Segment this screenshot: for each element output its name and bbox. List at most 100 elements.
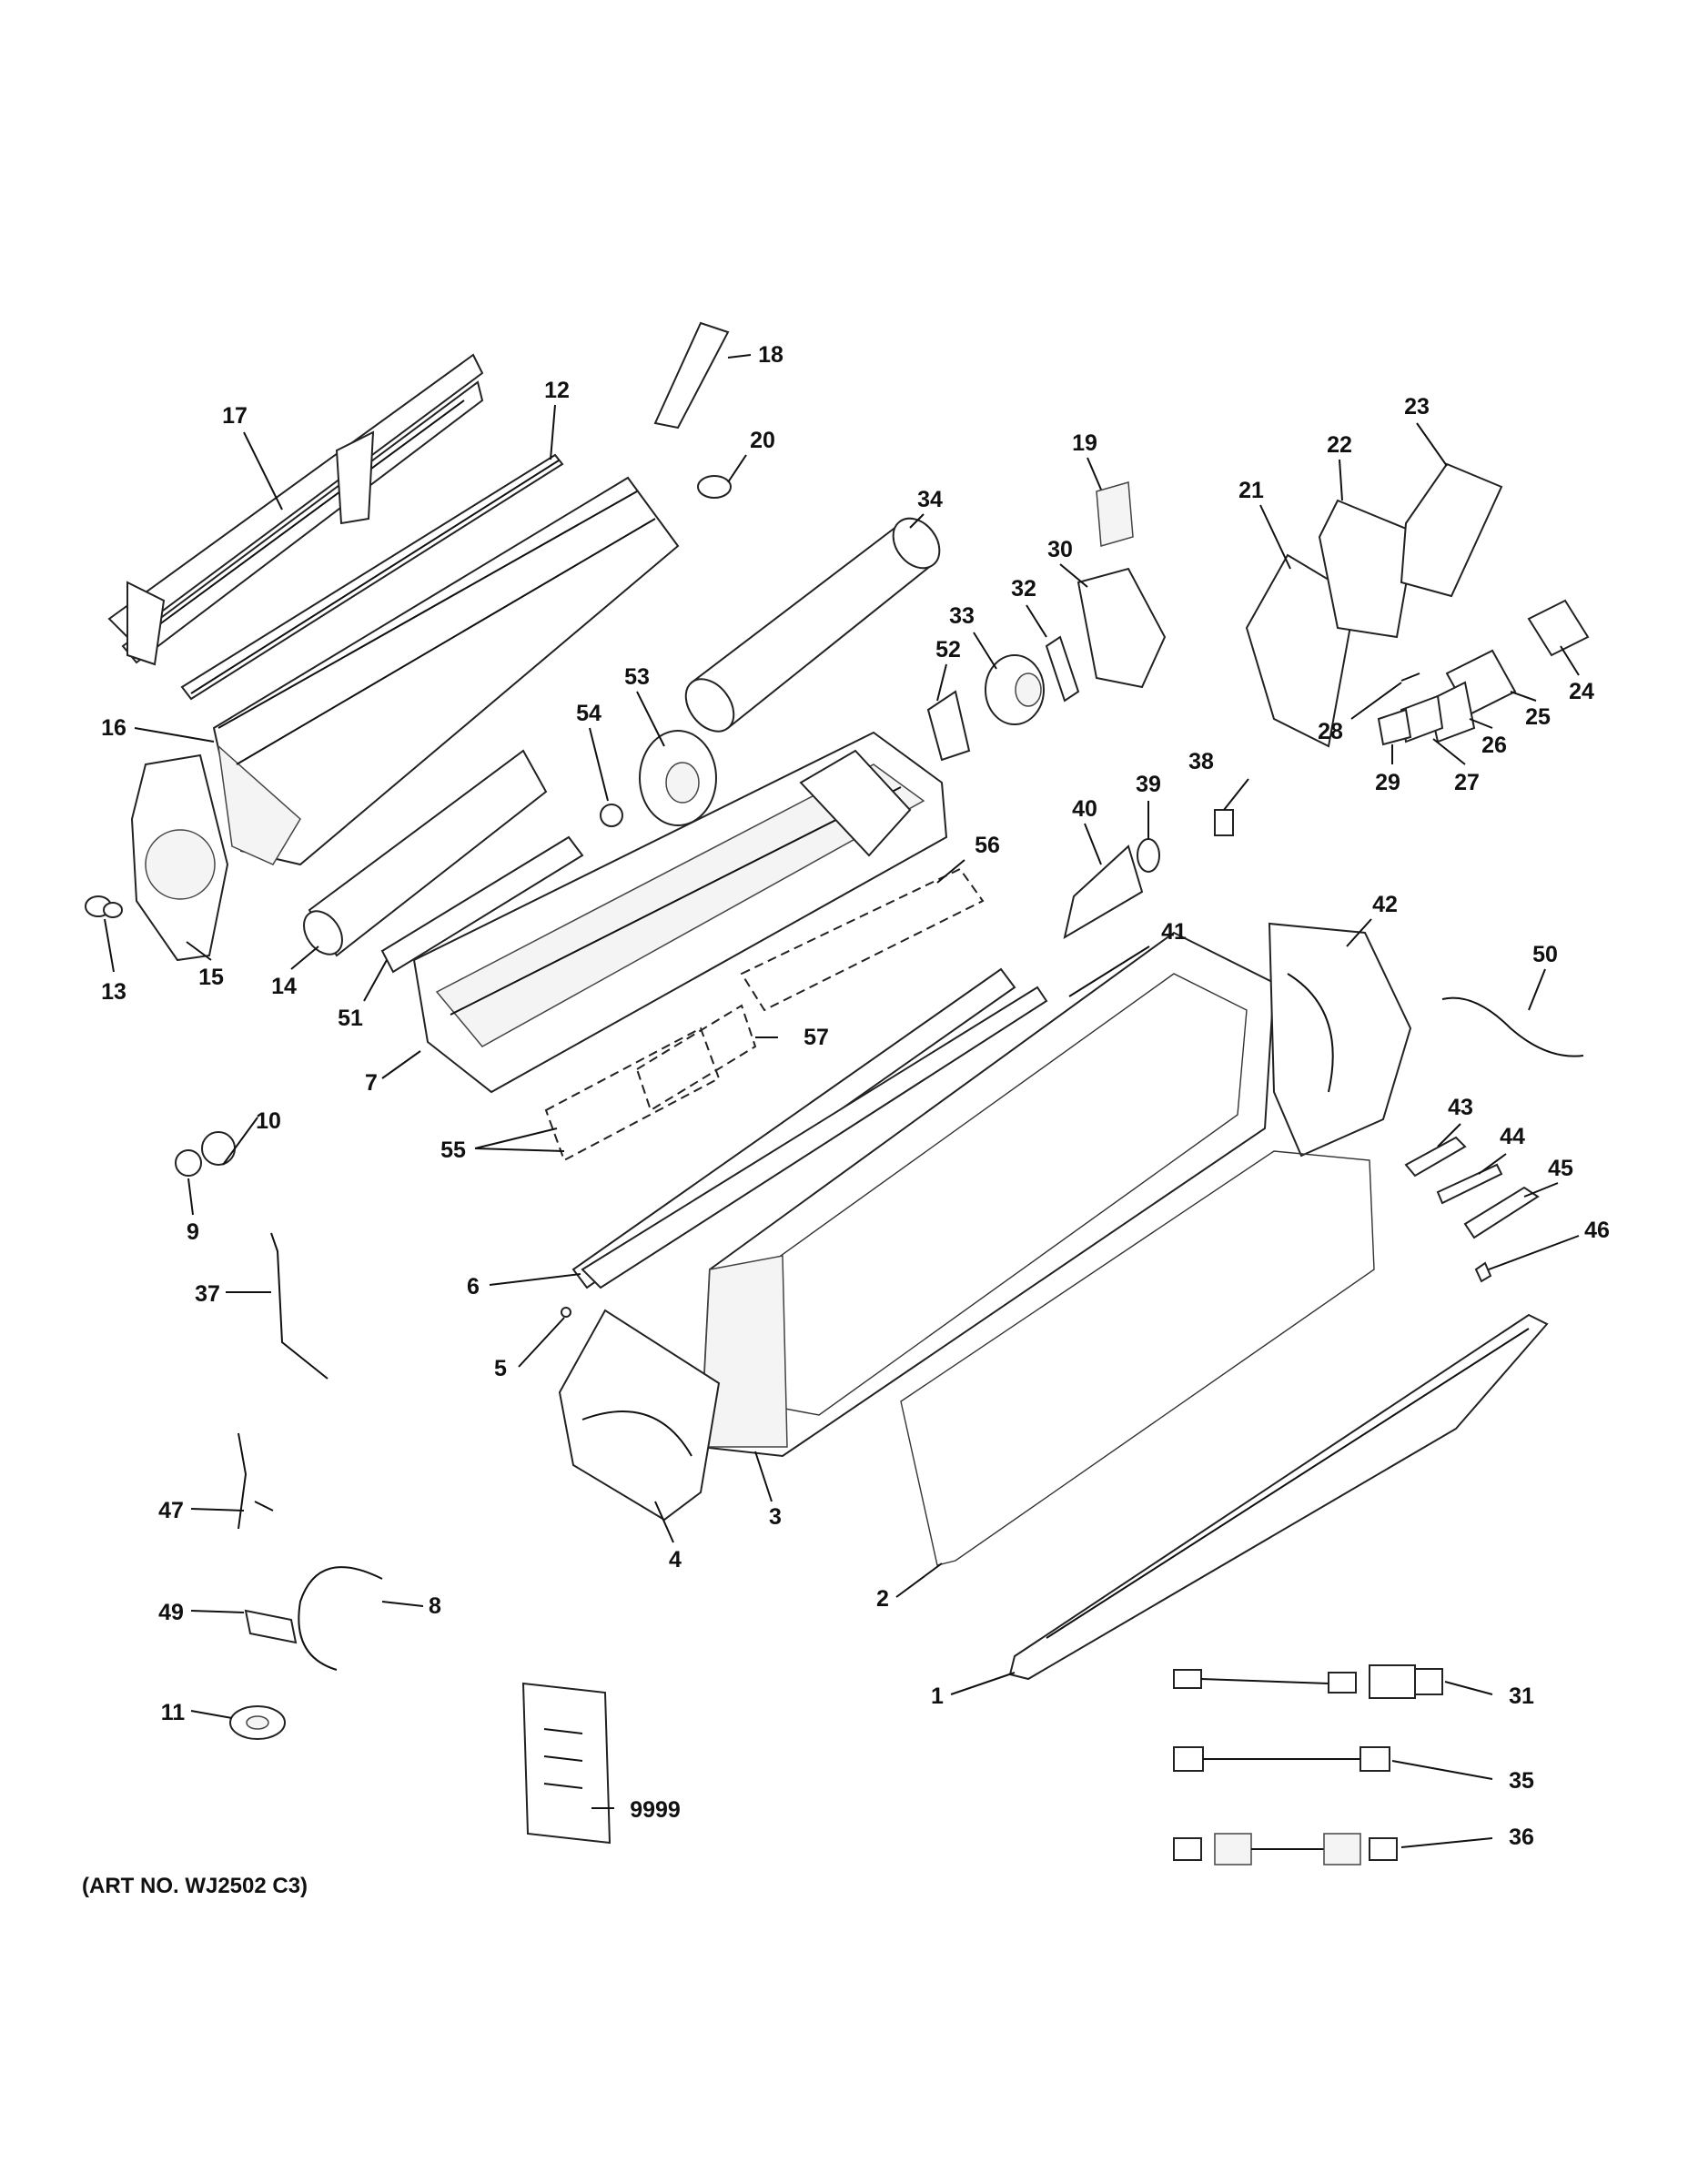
part-31-connector-cable: [1173, 1664, 1443, 1699]
callout-15: 15: [198, 965, 224, 990]
callout-9999: 9999: [630, 1797, 681, 1823]
part-1-front-panel: [1008, 1313, 1549, 1681]
callout-26: 26: [1481, 733, 1507, 758]
callout-36: 36: [1509, 1825, 1534, 1850]
part-32-motor-clamp: [1045, 635, 1080, 703]
part-40-plate: [1063, 844, 1144, 940]
callout-31: 31: [1509, 1684, 1534, 1709]
part-54-gear: [600, 804, 623, 827]
part-22-control-box-cover: [1318, 499, 1417, 639]
callout-17: 17: [222, 403, 248, 429]
callout-7: 7: [365, 1070, 378, 1096]
callout-49: 49: [158, 1600, 184, 1625]
callout-3: 3: [769, 1504, 782, 1530]
callout-10: 10: [256, 1108, 281, 1134]
callout-20: 20: [750, 428, 775, 453]
callout-6: 6: [467, 1274, 480, 1299]
art-number-caption: (ART NO. WJ2502 C3): [82, 1874, 308, 1898]
callout-55: 55: [440, 1138, 466, 1163]
part-38-sensor: [1214, 809, 1234, 836]
callout-51: 51: [338, 1006, 363, 1031]
part-47-wire: [238, 1432, 274, 1530]
callout-12: 12: [544, 378, 570, 403]
callout-46: 46: [1584, 1218, 1610, 1243]
part-37-rod: [270, 1232, 329, 1380]
part-3-front-frame: [699, 931, 1276, 1458]
callout-27: 27: [1454, 770, 1480, 795]
callout-16: 16: [101, 715, 126, 741]
part-35-harness: [1173, 1746, 1390, 1772]
callout-21: 21: [1238, 478, 1264, 503]
part-49-remote-control: [244, 1609, 298, 1644]
part-13-clip: [85, 895, 123, 918]
callout-37: 37: [195, 1281, 220, 1307]
callout-33: 33: [949, 603, 975, 629]
part-52-bracket: [926, 690, 971, 762]
part-46-clip: [1474, 1261, 1492, 1283]
part-39-sensor-holder: [1137, 838, 1160, 873]
callout-13: 13: [101, 979, 126, 1005]
part-16-evaporator-coil: [212, 476, 680, 866]
callout-42: 42: [1372, 892, 1398, 917]
callout-52: 52: [935, 637, 961, 662]
part-5-screw: [561, 1307, 571, 1318]
part-42-end-cap-right: [1268, 922, 1412, 1158]
callout-41: 41: [1161, 919, 1187, 945]
callout-22: 22: [1327, 432, 1352, 458]
part-10-bushing: [201, 1131, 236, 1166]
part-53-motor-cover: [639, 730, 717, 826]
callout-4: 4: [669, 1547, 682, 1572]
callout-57: 57: [804, 1025, 829, 1050]
part-drawings: [85, 321, 1590, 1866]
callout-18: 18: [758, 342, 783, 368]
part-9999-manual: [521, 1682, 612, 1845]
part-4-end-cap-left: [558, 1309, 721, 1522]
callout-28: 28: [1318, 719, 1343, 744]
callout-5: 5: [494, 1356, 507, 1381]
callout-34: 34: [917, 487, 943, 512]
part-51-rod: [380, 835, 584, 974]
callout-43: 43: [1448, 1095, 1473, 1120]
part-18-bracket: [653, 321, 730, 430]
part-20-clip: [697, 475, 732, 499]
part-6-strip: [581, 986, 1048, 1289]
part-28-fuse: [1400, 672, 1420, 682]
callout-8: 8: [429, 1593, 441, 1619]
callout-11: 11: [161, 1700, 186, 1725]
callout-54: 54: [576, 701, 601, 726]
part-12-strip: [180, 453, 564, 701]
part-11-grommet: [229, 1705, 286, 1740]
callout-32: 32: [1011, 576, 1036, 602]
part-2-air-filter: [900, 1150, 1375, 1566]
part-57-screw-group: [635, 1004, 757, 1112]
callout-38: 38: [1188, 749, 1214, 774]
part-30-motor-cover: [1076, 567, 1167, 689]
part-24-plate: [1527, 599, 1590, 657]
callout-35: 35: [1509, 1768, 1534, 1794]
leader-lines: [104, 354, 1580, 1848]
callout-19: 19: [1072, 430, 1097, 456]
part-29-connector: [1377, 708, 1412, 746]
callout-47: 47: [158, 1498, 184, 1523]
callout-53: 53: [624, 664, 650, 690]
part-56-screw-group: [740, 867, 985, 1012]
part-36-harness: [1173, 1833, 1398, 1866]
callout-24: 24: [1569, 679, 1594, 704]
callout-14: 14: [271, 974, 297, 999]
part-17-mounting-bracket: [107, 353, 484, 666]
callout-9: 9: [187, 1219, 199, 1245]
part-15-end-cap: [130, 753, 229, 962]
part-7-chassis: [412, 731, 948, 1094]
callout-1: 1: [931, 1684, 944, 1709]
callout-45: 45: [1548, 1156, 1573, 1181]
part-19-pcb: [1096, 481, 1134, 547]
part-33-fan-motor: [985, 654, 1045, 725]
callout-23: 23: [1404, 394, 1430, 420]
callout-40: 40: [1072, 796, 1097, 822]
part-44-part: [1436, 1163, 1503, 1205]
part-34-cross-flow-fan: [684, 517, 941, 733]
callout-44: 44: [1500, 1124, 1525, 1149]
part-8-drain-hose: [298, 1566, 383, 1671]
callout-56: 56: [975, 833, 1000, 858]
